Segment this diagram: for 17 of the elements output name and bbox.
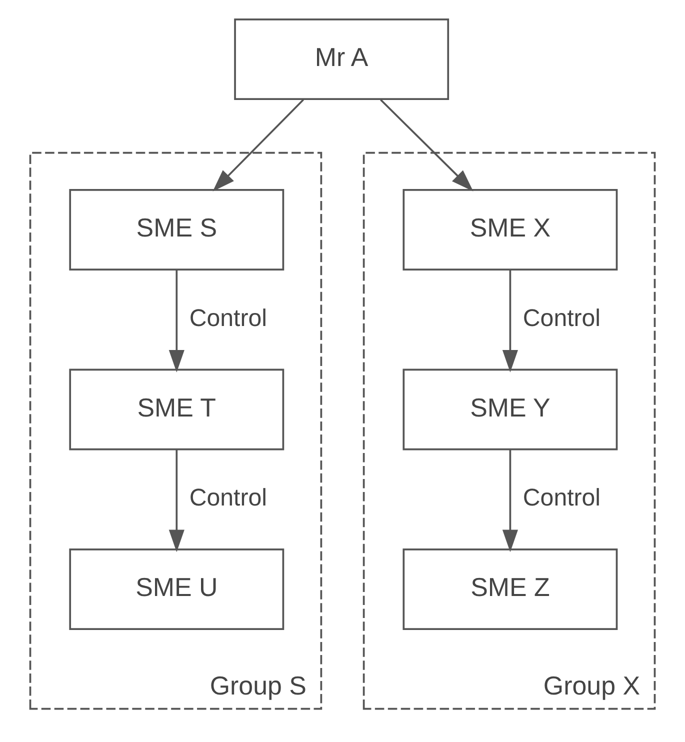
node-box: SME T xyxy=(69,368,284,450)
edge-label: Control xyxy=(522,484,601,512)
arrow xyxy=(502,269,518,372)
arrow xyxy=(502,449,518,552)
node-box: SME Y xyxy=(402,368,618,450)
arrow xyxy=(168,449,184,552)
edge-label: Control xyxy=(189,304,267,332)
arrow xyxy=(168,269,184,372)
node-box: SME X xyxy=(402,188,618,270)
arrow xyxy=(212,98,304,191)
arrow xyxy=(380,98,474,191)
node-box: SME S xyxy=(69,188,284,270)
node-box: Mr A xyxy=(234,18,450,100)
edge-label: Control xyxy=(522,304,601,332)
node-box: SME Z xyxy=(402,548,618,630)
edge-label: Control xyxy=(189,484,267,512)
node-box: SME U xyxy=(69,548,284,630)
